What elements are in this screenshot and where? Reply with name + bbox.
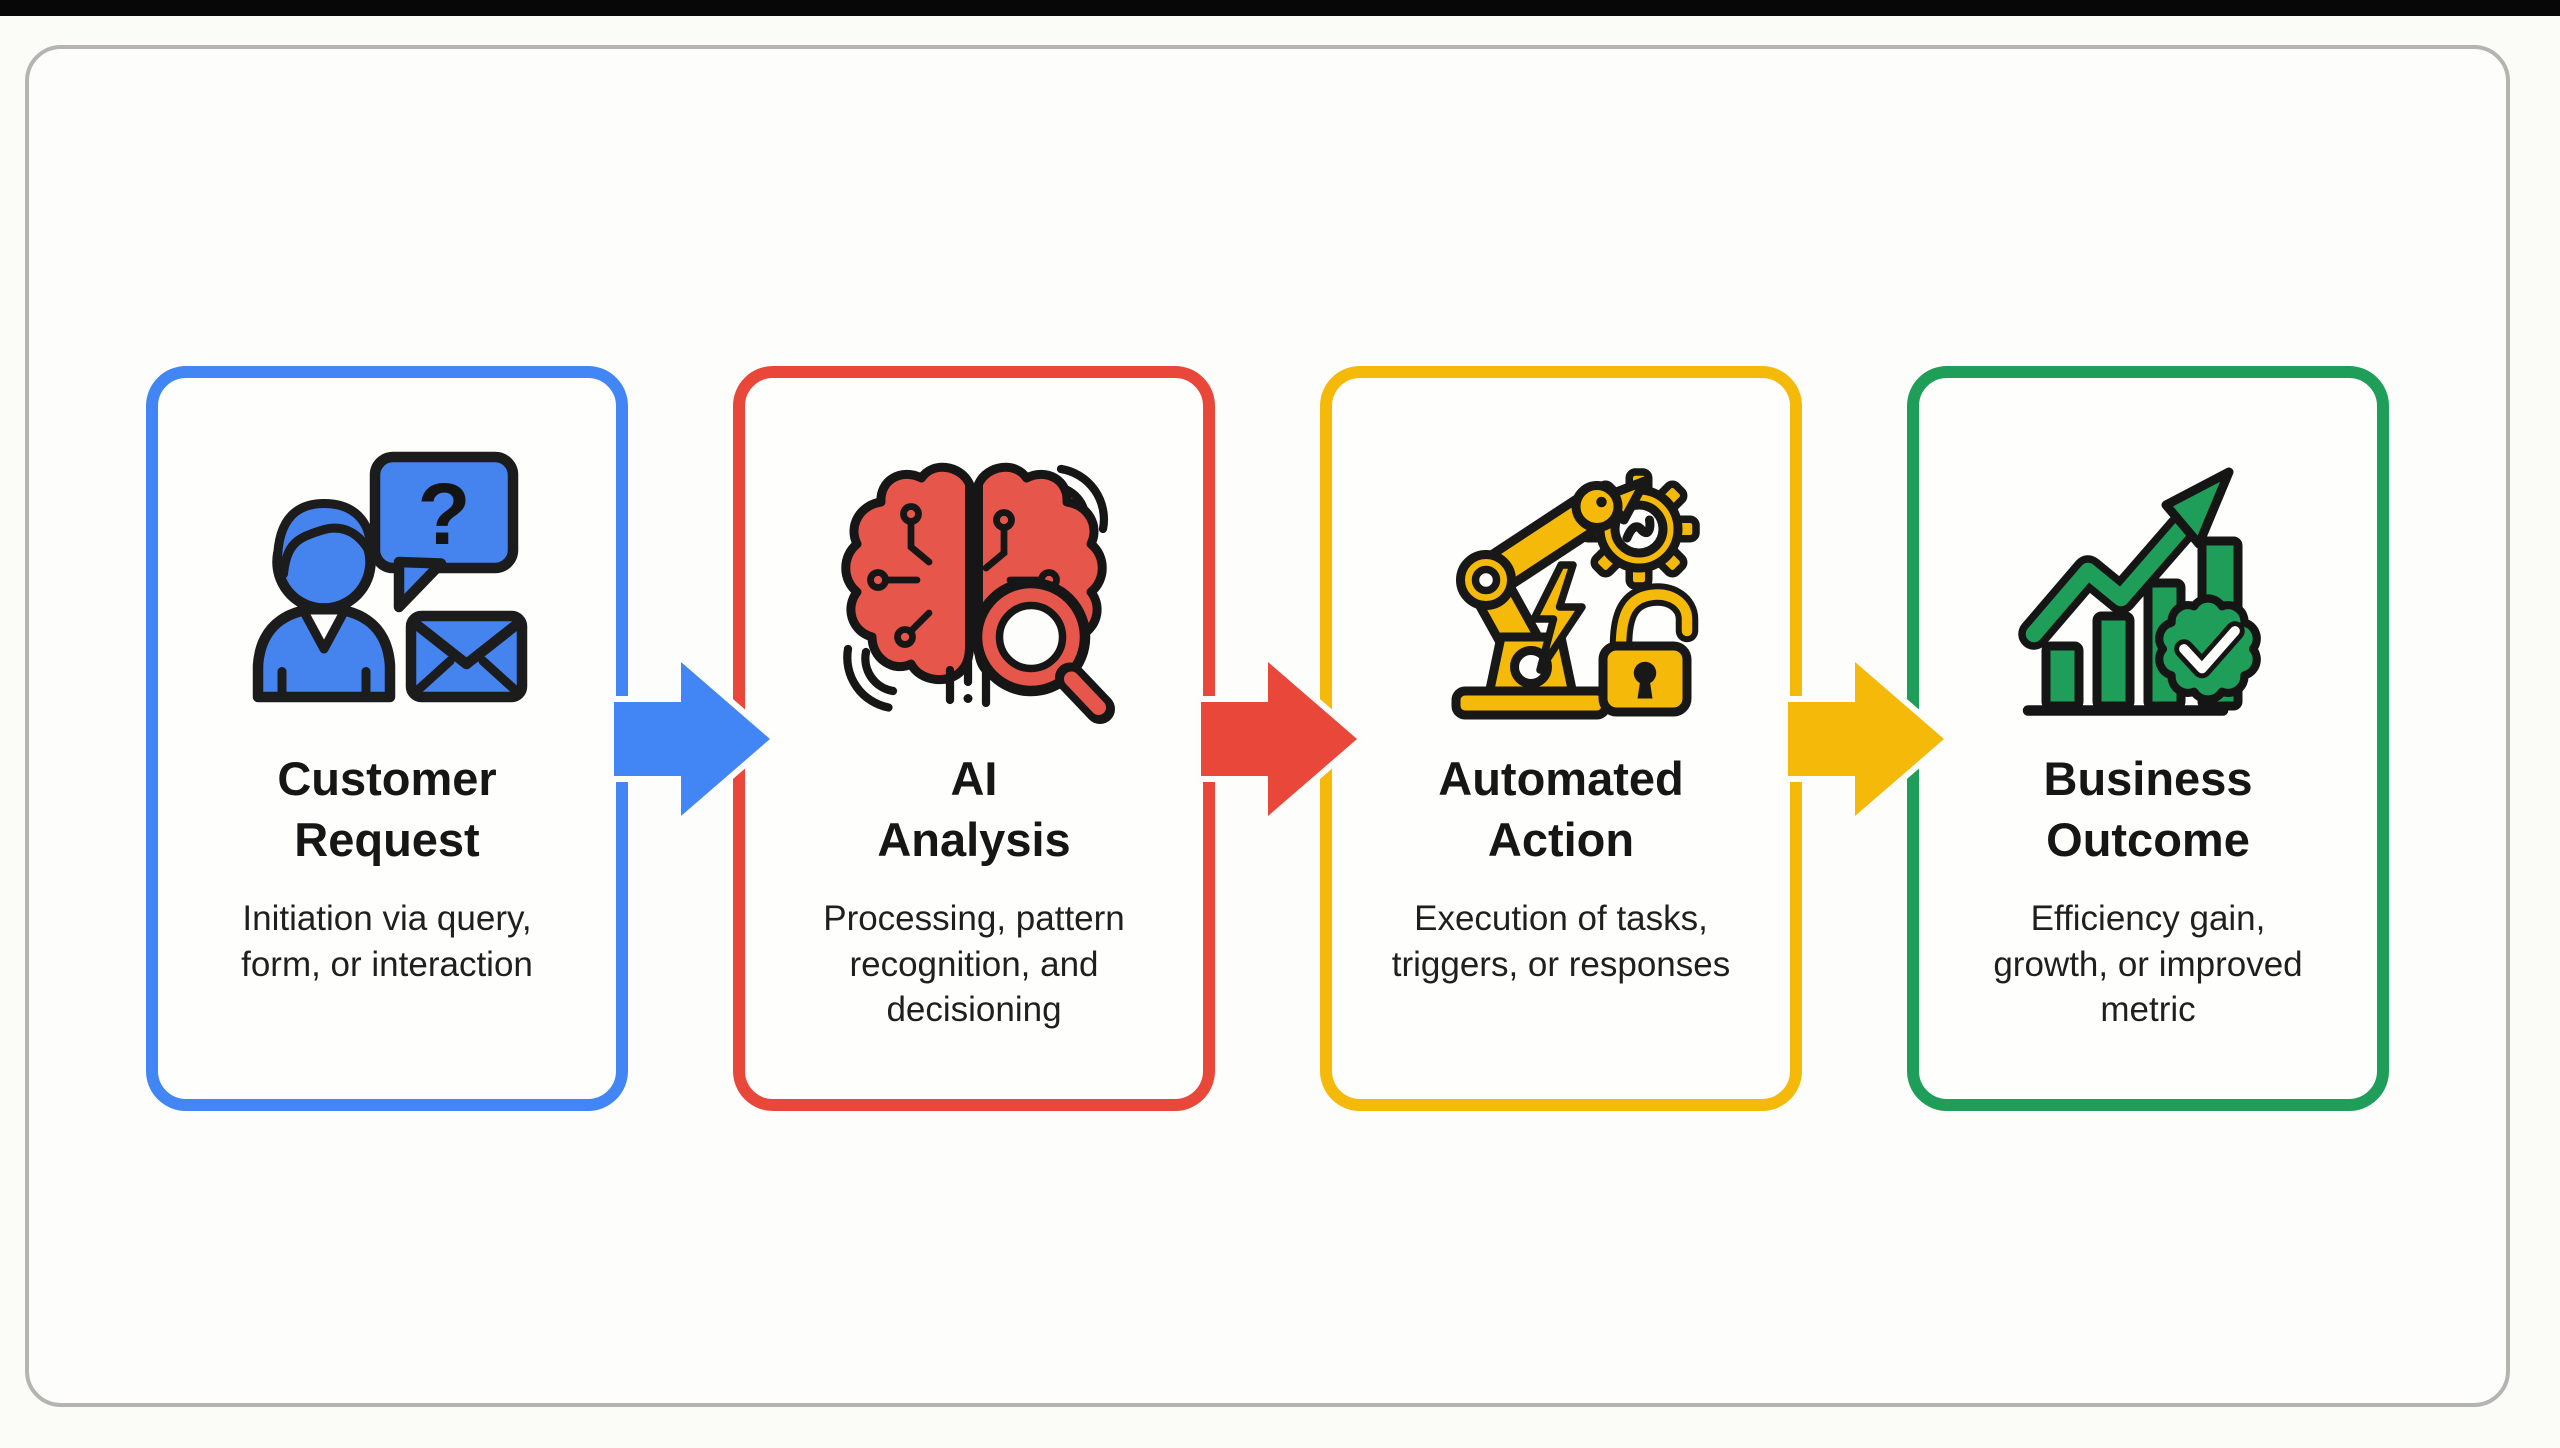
- flow-diagram-row: ? Customer Request Initiati: [29, 366, 2506, 1111]
- step-title-line: Request: [294, 813, 480, 867]
- step-title: Customer Request: [277, 748, 496, 870]
- question-mark-glyph: ?: [417, 466, 470, 563]
- step-card-ai-analysis: AI Analysis Processing, pattern recognit…: [733, 366, 1215, 1111]
- step-title-line: Business: [2043, 752, 2253, 805]
- step-title-line: Analysis: [877, 813, 1071, 867]
- step-title-line: Outcome: [2046, 813, 2250, 867]
- step-description: Initiation via query, form, or interacti…: [241, 899, 533, 984]
- step-title-line: AI: [950, 752, 998, 805]
- step-title: AI Analysis: [877, 748, 1070, 870]
- step-card-business-outcome: Business Outcome Efficiency gain, growth…: [1907, 366, 2389, 1111]
- growth-chart-badge-icon: [1998, 436, 2298, 736]
- step-description: Processing, pattern recognition, and dec…: [823, 899, 1125, 1030]
- arrow-right-blue: [608, 648, 780, 830]
- step-card-automated-action: Automated Action Execution of tasks, tri…: [1320, 366, 1802, 1111]
- step-description: Execution of tasks, triggers, or respons…: [1391, 899, 1731, 984]
- robot-arm-gear-lock-icon: [1411, 436, 1711, 736]
- arrow-right-yellow: [1782, 648, 1954, 830]
- top-letterbox-bar: [0, 0, 2560, 16]
- step-description: Efficiency gain, growth, or improved met…: [1993, 899, 2303, 1030]
- step-title: Business Outcome: [2044, 748, 2253, 870]
- customer-person-chat-icon: ?: [237, 436, 537, 736]
- arrow-right-red: [1195, 648, 1367, 830]
- step-title: Automated Action: [1438, 748, 1683, 870]
- step-title-line: Automated: [1438, 752, 1684, 805]
- diagram-frame: ? Customer Request Initiati: [25, 45, 2510, 1407]
- ai-brain-magnifier-icon: [824, 436, 1124, 736]
- step-card-customer-request: ? Customer Request Initiati: [146, 366, 628, 1111]
- step-title-line: Customer: [277, 752, 497, 805]
- step-title-line: Action: [1487, 813, 1635, 867]
